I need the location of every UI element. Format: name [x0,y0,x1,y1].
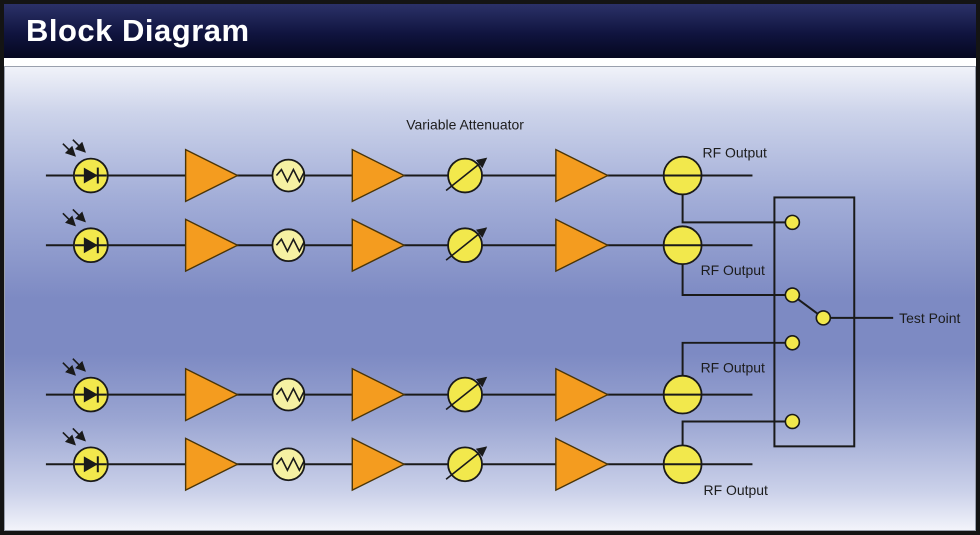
rf-output-label-4: RF Output [704,482,768,498]
signal-chain-3 [46,359,753,421]
slide-title: Block Diagram [26,13,250,48]
signal-chain-1 [46,140,753,202]
switch-contact-3 [784,335,801,351]
variable-attenuator-label: Variable Attenuator [406,117,524,133]
switch-contact-2 [784,287,801,303]
title-divider [4,58,976,66]
signal-chain-4 [46,428,753,490]
switch-contact-4 [784,413,801,430]
rf-output-label-1: RF Output [703,145,767,161]
switch-box [773,196,856,448]
switch-contact-1 [784,214,801,231]
slide-title-bar: Block Diagram [4,4,976,58]
rf-output-label-2: RF Output [701,262,765,278]
switch-common-contact [815,310,832,326]
block-diagram: Variable Attenuator RF Output RF Output … [5,117,961,498]
test-point-label: Test Point [899,310,960,326]
diagram-canvas: Variable Attenuator RF Output RF Output … [4,66,976,531]
switch-network [681,194,894,448]
rf-output-label-3: RF Output [701,360,765,376]
signal-chain-2 [46,209,753,271]
